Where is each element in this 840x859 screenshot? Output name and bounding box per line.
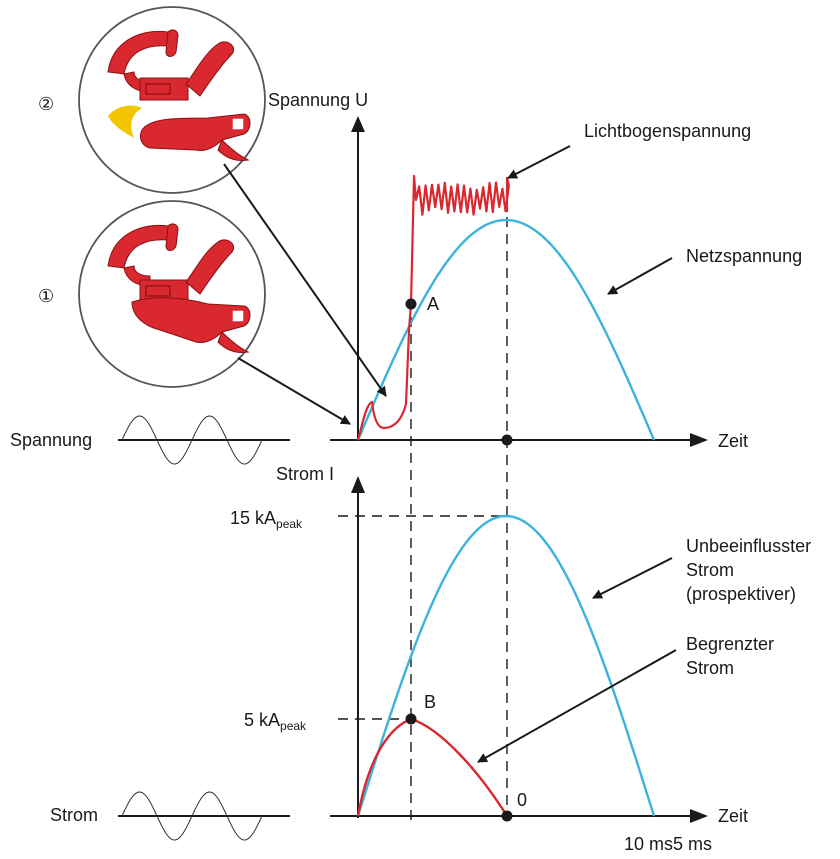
current-axis-label: Strom I xyxy=(276,464,334,484)
point-b-label: B xyxy=(424,692,436,712)
unaffected-current-label-line2: Strom xyxy=(686,560,734,580)
voltage-zero-crossing-marker xyxy=(502,435,513,446)
limited-current-pointer xyxy=(478,650,676,762)
contact-stage-2-illustration xyxy=(79,7,265,193)
mains-voltage-pointer xyxy=(608,258,672,294)
tick-5ka-peak: 5 kApeak xyxy=(244,710,307,733)
current-zero-marker xyxy=(502,811,513,822)
current-time-label: Zeit xyxy=(718,806,748,826)
point-a-label: A xyxy=(427,294,439,314)
voltage-axis-label: Spannung U xyxy=(268,90,368,110)
unaffected-current-label-line3: (prospektiver) xyxy=(686,584,796,604)
unaffected-current-label-line1: Unbeeinflusster xyxy=(686,536,811,556)
point-b-marker xyxy=(406,714,417,725)
current-input-label: Strom xyxy=(50,805,98,825)
stage-1-marker: ① xyxy=(38,286,54,306)
voltage-time-label: Zeit xyxy=(718,431,748,451)
stage-1-leader-line xyxy=(238,358,350,424)
time-ticks-label: 10 ms5 ms xyxy=(624,834,712,854)
limited-current-label-line2: Strom xyxy=(686,658,734,678)
current-y-axis-arrow xyxy=(351,476,365,493)
arc-voltage-label: Lichtbogenspannung xyxy=(584,121,751,141)
stage-2-marker: ② xyxy=(38,94,54,114)
contact-stage-1-illustration xyxy=(79,201,265,387)
limited-current-label-line1: Begrenzter xyxy=(686,634,774,654)
prospective-current-curve xyxy=(358,516,654,816)
voltage-y-axis-arrow xyxy=(351,116,365,132)
tick-15ka-peak: 15 kApeak xyxy=(230,508,303,531)
voltage-x-axis-arrow xyxy=(690,433,708,447)
current-x-axis-arrow xyxy=(690,809,708,823)
voltage-input-label: Spannung xyxy=(10,430,92,450)
mains-voltage-curve xyxy=(358,220,654,440)
mains-voltage-label: Netzspannung xyxy=(686,246,802,266)
unaffected-current-pointer xyxy=(593,558,672,598)
limited-current-curve xyxy=(358,719,507,816)
point-zero-label: 0 xyxy=(517,790,527,810)
arc-voltage-pointer xyxy=(508,146,570,178)
point-a-marker xyxy=(406,299,417,310)
